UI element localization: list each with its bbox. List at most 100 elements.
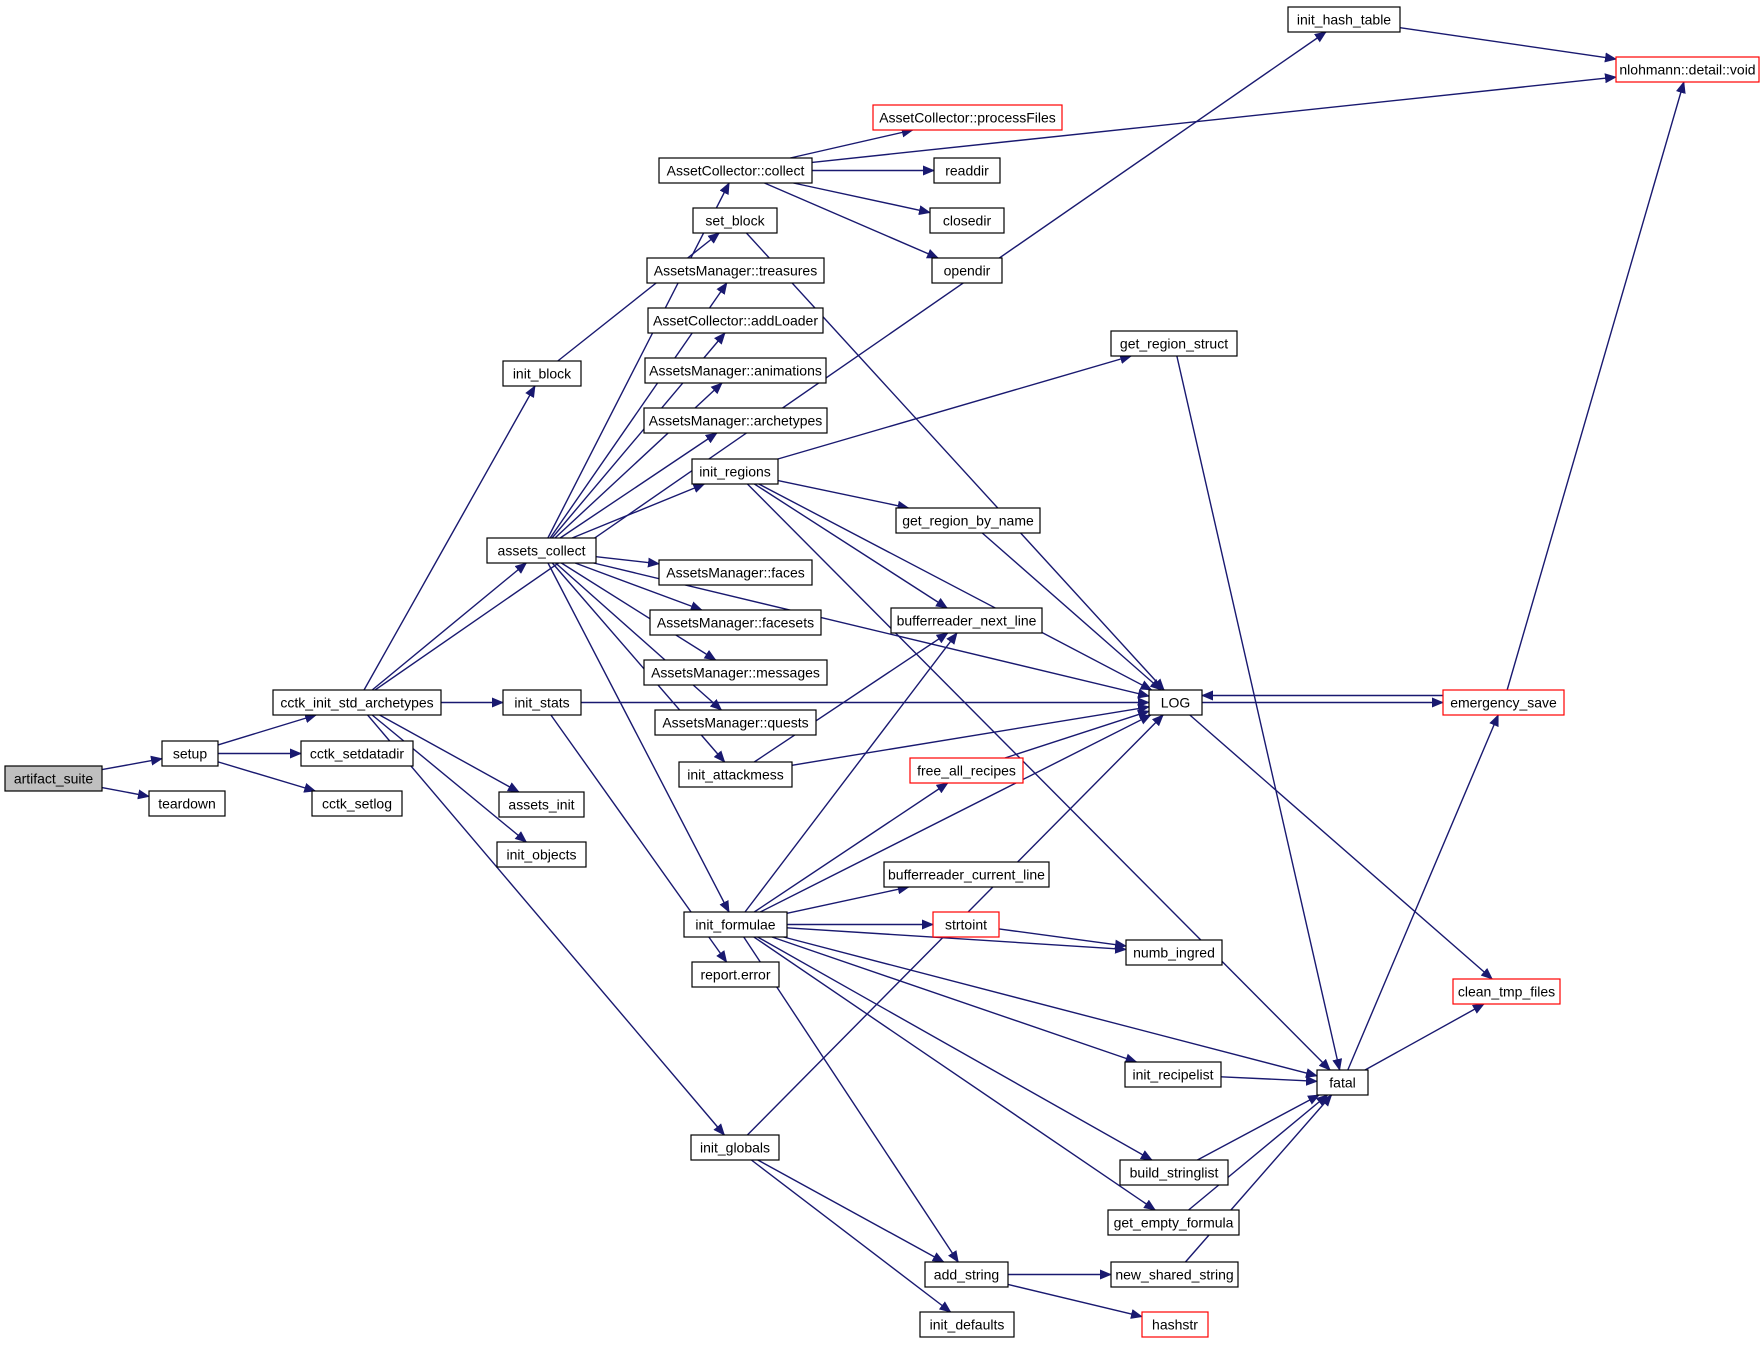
node-ac-collect[interactable]: AssetCollector::collect xyxy=(658,157,813,184)
node-box[interactable] xyxy=(658,559,813,586)
node-box[interactable] xyxy=(272,689,442,716)
node-box[interactable] xyxy=(690,1134,780,1161)
node-init-hash-table[interactable]: init_hash_table xyxy=(1287,6,1401,33)
node-box[interactable] xyxy=(496,841,587,868)
node-am-faces[interactable]: AssetsManager::faces xyxy=(658,559,813,586)
node-opendir[interactable]: opendir xyxy=(931,257,1003,284)
node-init-defaults[interactable]: init_defaults xyxy=(919,1311,1015,1338)
node-box[interactable] xyxy=(486,537,597,564)
node-box[interactable] xyxy=(931,257,1003,284)
node-br-current-line[interactable]: bufferreader_current_line xyxy=(883,861,1050,888)
node-fatal[interactable]: fatal xyxy=(1316,1069,1369,1096)
node-box[interactable] xyxy=(161,740,219,767)
node-am-treasures[interactable]: AssetsManager::treasures xyxy=(646,257,825,284)
node-box[interactable] xyxy=(643,659,828,686)
node-am-messages[interactable]: AssetsManager::messages xyxy=(643,659,828,686)
node-box[interactable] xyxy=(1148,689,1203,716)
node-assets-init[interactable]: assets_init xyxy=(498,791,585,818)
node-box[interactable] xyxy=(643,407,828,434)
node-box[interactable] xyxy=(647,307,824,334)
node-init-attackmess[interactable]: init_attackmess xyxy=(678,761,793,788)
node-get-region-by-name[interactable]: get_region_by_name xyxy=(895,507,1041,534)
node-am-facesets[interactable]: AssetsManager::facesets xyxy=(649,609,822,636)
node-box[interactable] xyxy=(1125,939,1223,966)
node-box[interactable] xyxy=(890,607,1043,634)
node-artifact-suite[interactable]: artifact_suite xyxy=(4,765,103,792)
node-box[interactable] xyxy=(1452,978,1561,1005)
node-am-quests[interactable]: AssetsManager::quests xyxy=(654,709,817,736)
node-box[interactable] xyxy=(654,709,817,736)
node-init-globals[interactable]: init_globals xyxy=(690,1134,780,1161)
node-am-animations[interactable]: AssetsManager::animations xyxy=(644,357,827,384)
node-cctk-init-std-archetypes[interactable]: cctk_init_std_archetypes xyxy=(272,689,442,716)
node-build-stringlist[interactable]: build_stringlist xyxy=(1119,1159,1229,1186)
node-box[interactable] xyxy=(683,911,788,938)
node-ac-processFiles[interactable]: AssetCollector::processFiles xyxy=(872,104,1063,131)
node-setup[interactable]: setup xyxy=(161,740,219,767)
node-box[interactable] xyxy=(644,357,827,384)
node-cctk-setlog[interactable]: cctk_setlog xyxy=(311,790,403,817)
node-get-region-struct[interactable]: get_region_struct xyxy=(1110,330,1238,357)
node-readdir[interactable]: readdir xyxy=(933,157,1001,184)
node-report-error[interactable]: report.error xyxy=(691,961,780,988)
node-box[interactable] xyxy=(148,790,226,817)
node-box[interactable] xyxy=(1615,56,1760,83)
node-box[interactable] xyxy=(1110,330,1238,357)
node-cctk-setdatadir[interactable]: cctk_setdatadir xyxy=(300,740,414,767)
node-box[interactable] xyxy=(1124,1061,1222,1088)
node-box[interactable] xyxy=(883,861,1050,888)
node-box[interactable] xyxy=(1119,1159,1229,1186)
node-box[interactable] xyxy=(1316,1069,1369,1096)
node-box[interactable] xyxy=(895,507,1041,534)
node-init-objects[interactable]: init_objects xyxy=(496,841,587,868)
node-init-stats[interactable]: init_stats xyxy=(502,689,582,716)
node-assets-collect[interactable]: assets_collect xyxy=(486,537,597,564)
node-box[interactable] xyxy=(502,360,582,387)
node-box[interactable] xyxy=(692,207,778,234)
node-add-string[interactable]: add_string xyxy=(924,1261,1009,1288)
node-box[interactable] xyxy=(502,689,582,716)
node-box[interactable] xyxy=(1110,1261,1239,1288)
node-box[interactable] xyxy=(933,157,1001,184)
node-hashstr[interactable]: hashstr xyxy=(1141,1311,1209,1338)
node-box[interactable] xyxy=(872,104,1063,131)
node-box[interactable] xyxy=(1107,1209,1240,1236)
node-box[interactable] xyxy=(1287,6,1401,33)
node-box[interactable] xyxy=(932,911,1000,938)
node-box[interactable] xyxy=(678,761,793,788)
node-box[interactable] xyxy=(311,790,403,817)
node-box[interactable] xyxy=(909,757,1024,784)
node-init-block[interactable]: init_block xyxy=(502,360,582,387)
node-box[interactable] xyxy=(691,458,779,485)
node-new-shared-string[interactable]: new_shared_string xyxy=(1110,1261,1239,1288)
node-numb-ingred[interactable]: numb_ingred xyxy=(1125,939,1223,966)
node-emergency-save[interactable]: emergency_save xyxy=(1442,689,1565,716)
node-set-block[interactable]: set_block xyxy=(692,207,778,234)
node-init-formulae[interactable]: init_formulae xyxy=(683,911,788,938)
node-box[interactable] xyxy=(924,1261,1009,1288)
node-LOG[interactable]: LOG xyxy=(1148,689,1203,716)
node-teardown[interactable]: teardown xyxy=(148,790,226,817)
node-strtoint[interactable]: strtoint xyxy=(932,911,1000,938)
node-free-all-recipes[interactable]: free_all_recipes xyxy=(909,757,1024,784)
node-box[interactable] xyxy=(658,157,813,184)
node-get-empty-formula[interactable]: get_empty_formula xyxy=(1107,1209,1240,1236)
node-box[interactable] xyxy=(300,740,414,767)
node-box[interactable] xyxy=(1141,1311,1209,1338)
node-br-next-line[interactable]: bufferreader_next_line xyxy=(890,607,1043,634)
node-box[interactable] xyxy=(919,1311,1015,1338)
node-clean-tmp-files[interactable]: clean_tmp_files xyxy=(1452,978,1561,1005)
node-ac-addLoader[interactable]: AssetCollector::addLoader xyxy=(647,307,824,334)
node-closedir[interactable]: closedir xyxy=(929,207,1005,234)
node-box[interactable] xyxy=(691,961,780,988)
node-init-regions[interactable]: init_regions xyxy=(691,458,779,485)
node-nlohmann[interactable]: nlohmann::detail::void xyxy=(1615,56,1760,83)
node-box[interactable] xyxy=(646,257,825,284)
node-am-archetypes[interactable]: AssetsManager::archetypes xyxy=(643,407,828,434)
node-init-recipelist[interactable]: init_recipelist xyxy=(1124,1061,1222,1088)
node-box[interactable] xyxy=(4,765,103,792)
node-box[interactable] xyxy=(929,207,1005,234)
node-box[interactable] xyxy=(1442,689,1565,716)
node-box[interactable] xyxy=(649,609,822,636)
node-box[interactable] xyxy=(498,791,585,818)
